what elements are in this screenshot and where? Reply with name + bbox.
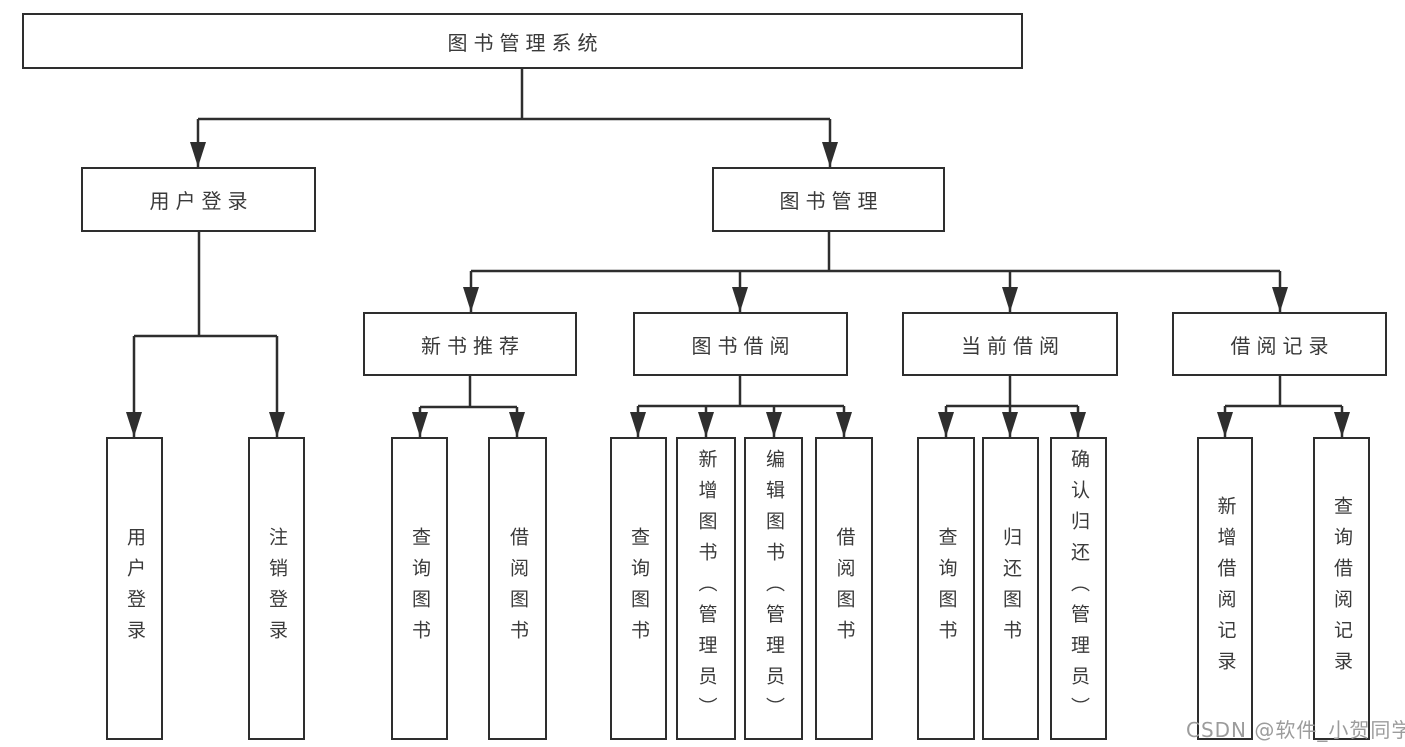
leaf-confirm-return-admin: 确认归还（管理员） xyxy=(1050,437,1107,740)
connector-root-to-level2 xyxy=(190,69,838,167)
node-root-system: 图书管理系统 xyxy=(22,13,1023,69)
node-label: 图书管理 xyxy=(779,189,884,213)
node-label: 注销登录 xyxy=(266,526,288,651)
node-user-login: 用户登录 xyxy=(81,167,316,232)
leaf-add-borrow-record: 新增借阅记录 xyxy=(1197,437,1253,740)
node-label: 当前借阅 xyxy=(961,333,1065,358)
connector-book-management-children xyxy=(463,232,1288,312)
leaf-user-login: 用户登录 xyxy=(106,437,163,740)
node-label: 查询图书 xyxy=(935,526,958,651)
node-label: 查询图书 xyxy=(409,526,431,651)
leaf-query-books-recommend: 查询图书 xyxy=(391,437,448,740)
node-label: 用户登录 xyxy=(124,526,146,651)
node-label: 新增图书（管理员） xyxy=(695,449,718,728)
watermark: CSDN @软件_小贺同学 xyxy=(1186,718,1405,742)
leaf-query-borrow-record: 查询借阅记录 xyxy=(1313,437,1370,740)
node-current-borrowing: 当前借阅 xyxy=(902,312,1118,376)
leaf-query-books-current: 查询图书 xyxy=(917,437,975,740)
node-label: 查询图书 xyxy=(628,526,650,651)
node-label: 图书借阅 xyxy=(691,333,796,358)
connector-borrowing-children xyxy=(630,376,852,437)
connector-records-children xyxy=(1217,376,1350,437)
node-new-book-recommendation: 新书推荐 xyxy=(363,312,577,376)
leaf-logout: 注销登录 xyxy=(248,437,305,740)
node-label: 借阅图书 xyxy=(507,526,529,651)
connector-recommend-children xyxy=(412,376,525,437)
node-label: 查询借阅记录 xyxy=(1331,495,1353,682)
node-book-management: 图书管理 xyxy=(712,167,945,232)
node-label: 归还图书 xyxy=(1000,526,1022,651)
node-borrowing-records: 借阅记录 xyxy=(1172,312,1387,376)
leaf-borrow-books-recommend: 借阅图书 xyxy=(488,437,547,740)
node-label: 用户登录 xyxy=(149,189,254,213)
node-label: 新书推荐 xyxy=(421,333,525,358)
leaf-edit-books-admin: 编辑图书（管理员） xyxy=(744,437,803,740)
connector-current-children xyxy=(938,376,1086,437)
leaf-add-books-admin: 新增图书（管理员） xyxy=(676,437,736,740)
leaf-return-books: 归还图书 xyxy=(982,437,1039,740)
node-label: 借阅记录 xyxy=(1230,333,1335,358)
connector-user-login-children xyxy=(126,232,285,437)
leaf-borrow-books-borrowing: 借阅图书 xyxy=(815,437,873,740)
node-label: 新增借阅记录 xyxy=(1214,495,1237,682)
node-label: 图书管理系统 xyxy=(447,30,604,55)
node-label: 借阅图书 xyxy=(833,526,856,651)
leaf-query-books-borrowing: 查询图书 xyxy=(610,437,667,740)
node-label: 确认归还（管理员） xyxy=(1068,449,1090,728)
node-book-borrowing: 图书借阅 xyxy=(633,312,848,376)
node-label: 编辑图书（管理员） xyxy=(763,449,785,728)
